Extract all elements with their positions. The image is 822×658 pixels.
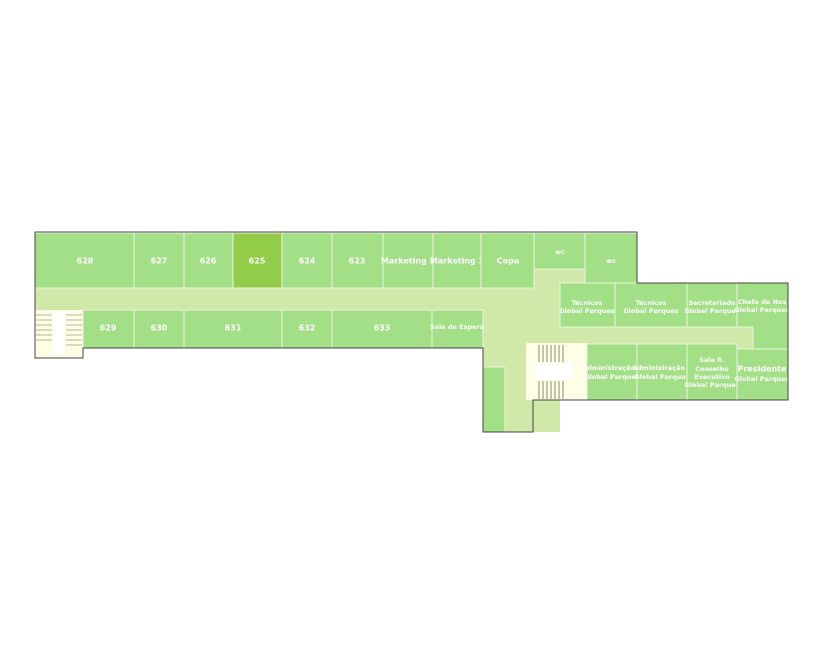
right-stairs bbox=[526, 343, 587, 400]
room-copa[interactable] bbox=[480, 232, 535, 289]
room-625-selected[interactable] bbox=[232, 232, 283, 289]
room-wc-1[interactable] bbox=[533, 232, 586, 270]
room-624[interactable] bbox=[281, 232, 333, 289]
building-outline bbox=[34, 231, 789, 433]
room-633[interactable] bbox=[331, 309, 433, 349]
room-628[interactable] bbox=[34, 232, 135, 289]
room-632[interactable] bbox=[281, 309, 333, 349]
room-623[interactable] bbox=[331, 232, 384, 289]
room-marketing-2[interactable] bbox=[432, 232, 482, 289]
room-629[interactable] bbox=[82, 309, 135, 349]
room-631[interactable] bbox=[183, 309, 283, 349]
room-presidente[interactable] bbox=[736, 348, 789, 401]
room-630[interactable] bbox=[133, 309, 185, 349]
room-sala-de-espera[interactable] bbox=[431, 309, 484, 349]
room-administracao-2[interactable] bbox=[586, 343, 638, 401]
room-sala-reunioes-conselho[interactable] bbox=[686, 343, 738, 401]
room-administracao-1[interactable] bbox=[636, 343, 688, 401]
room-marketing-1[interactable] bbox=[382, 232, 434, 289]
room-tecnicos-1[interactable] bbox=[559, 282, 616, 328]
room-lower-small[interactable] bbox=[482, 366, 506, 433]
room-wc-2[interactable] bbox=[584, 232, 638, 284]
room-tecnicos-2[interactable] bbox=[614, 282, 688, 328]
room-627[interactable] bbox=[133, 232, 185, 289]
left-stairs bbox=[35, 310, 83, 358]
room-626[interactable] bbox=[183, 232, 234, 289]
room-secretariado[interactable] bbox=[686, 282, 738, 328]
